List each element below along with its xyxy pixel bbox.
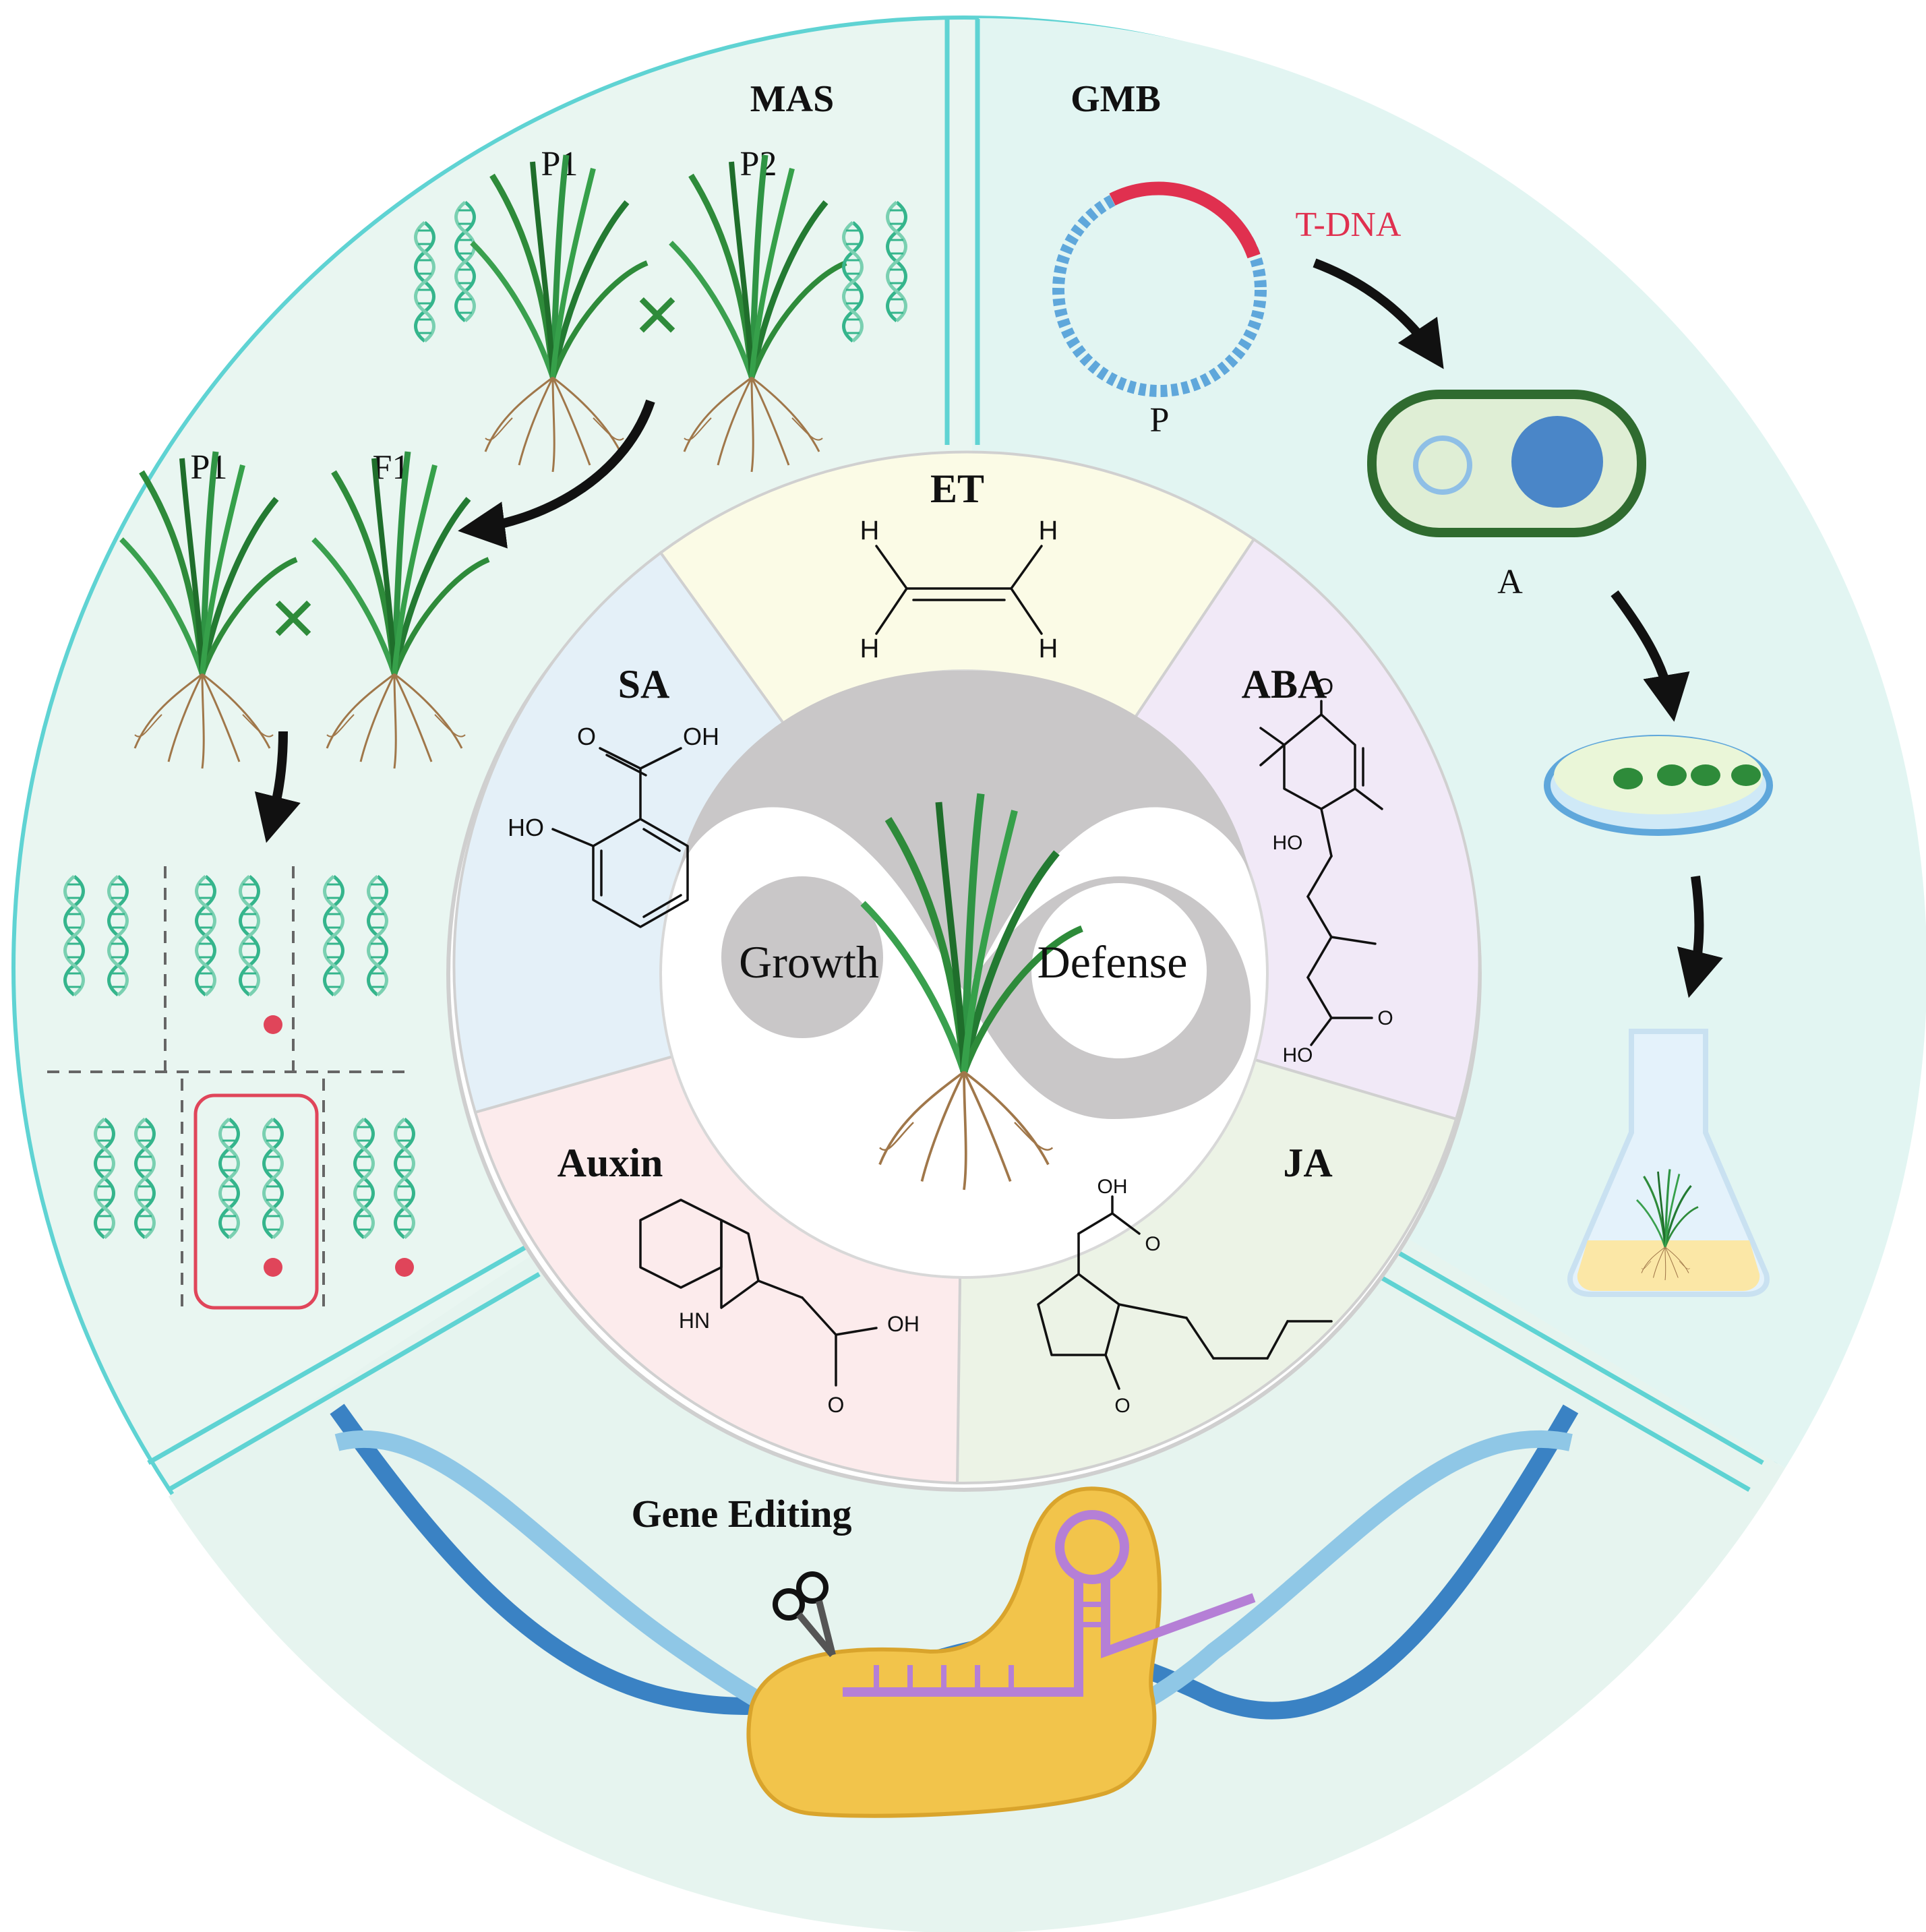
defense-label: Defense (1037, 936, 1188, 988)
selected-genotype-box (193, 1093, 319, 1310)
growth-label: Growth (739, 936, 879, 988)
sa-atom-oh: OH (683, 723, 719, 750)
curved-arrow-icon (254, 731, 301, 843)
ethylene-structure (875, 545, 1043, 635)
mas-parent2-label: P2 (740, 145, 777, 183)
sa-atom-o: O (577, 723, 596, 750)
agrobacterium-cell-icon (1367, 390, 1646, 537)
defense-lobe (1031, 883, 1207, 1058)
guide-rna-icon (843, 1510, 1256, 1697)
mas-parent1-label: P1 (541, 145, 578, 183)
curved-arrow-icon (1611, 590, 1690, 722)
cross-icon: ✕ (268, 584, 318, 655)
auxin-atom-hn: HN (679, 1308, 710, 1333)
agrobacterium-label: A (1497, 563, 1523, 601)
tdna-label: T-DNA (1296, 206, 1402, 244)
et-atom-h2: H (860, 634, 880, 663)
et-label: ET (930, 466, 984, 511)
ja-atom-o-acid: O (1145, 1233, 1160, 1255)
scissors-icon (773, 1571, 836, 1658)
et-atom-h1: H (860, 516, 880, 545)
aba-atom-o-acid: O (1377, 1007, 1393, 1029)
aba-label: ABA (1242, 662, 1327, 706)
cross-icon: ✕ (632, 281, 682, 352)
auxin-atom-oh: OH (887, 1312, 920, 1336)
sa-atom-ho: HO (508, 814, 544, 841)
et-atom-h4: H (1039, 634, 1058, 663)
mas-title: MAS (750, 78, 834, 120)
growth-lobe (721, 876, 883, 1038)
curved-arrow-icon (1313, 258, 1444, 369)
jasmonic-acid-structure (1037, 1195, 1333, 1390)
mas-genotype-grid (47, 866, 414, 1310)
culture-flask-icon (1567, 1029, 1770, 1297)
mas-backcross-parent-label: P1 (191, 448, 228, 487)
auxin-structure (639, 1199, 878, 1387)
aba-atom-o-top: O (1316, 674, 1333, 700)
curved-arrow-icon (458, 399, 655, 549)
auxin-atom-o: O (828, 1393, 845, 1417)
plasmid-icon (1052, 181, 1267, 397)
plasmid-label: P (1150, 401, 1170, 440)
sa-label: SA (618, 662, 670, 706)
cas9-protein-icon (746, 1486, 1162, 1818)
et-atom-h3: H (1039, 516, 1058, 545)
abscisic-acid-structure (1259, 700, 1383, 1046)
growth-defense-hub (659, 669, 1269, 1279)
ja-label: JA (1283, 1141, 1332, 1185)
salicylic-acid-structure (551, 747, 689, 928)
petri-dish-icon (1544, 735, 1773, 836)
gene-editing-title: Gene Editing (631, 1492, 851, 1536)
gmb-title: GMB (1071, 78, 1161, 120)
ja-atom-oh: OH (1097, 1176, 1128, 1198)
auxin-label: Auxin (558, 1141, 663, 1185)
aba-atom-ho: HO (1273, 832, 1303, 854)
ja-atom-o-ketone: O (1114, 1395, 1130, 1417)
outer-separators (147, 19, 1764, 1492)
curved-arrow-icon (1677, 876, 1723, 998)
aba-atom-ho-acid: HO (1283, 1044, 1313, 1066)
